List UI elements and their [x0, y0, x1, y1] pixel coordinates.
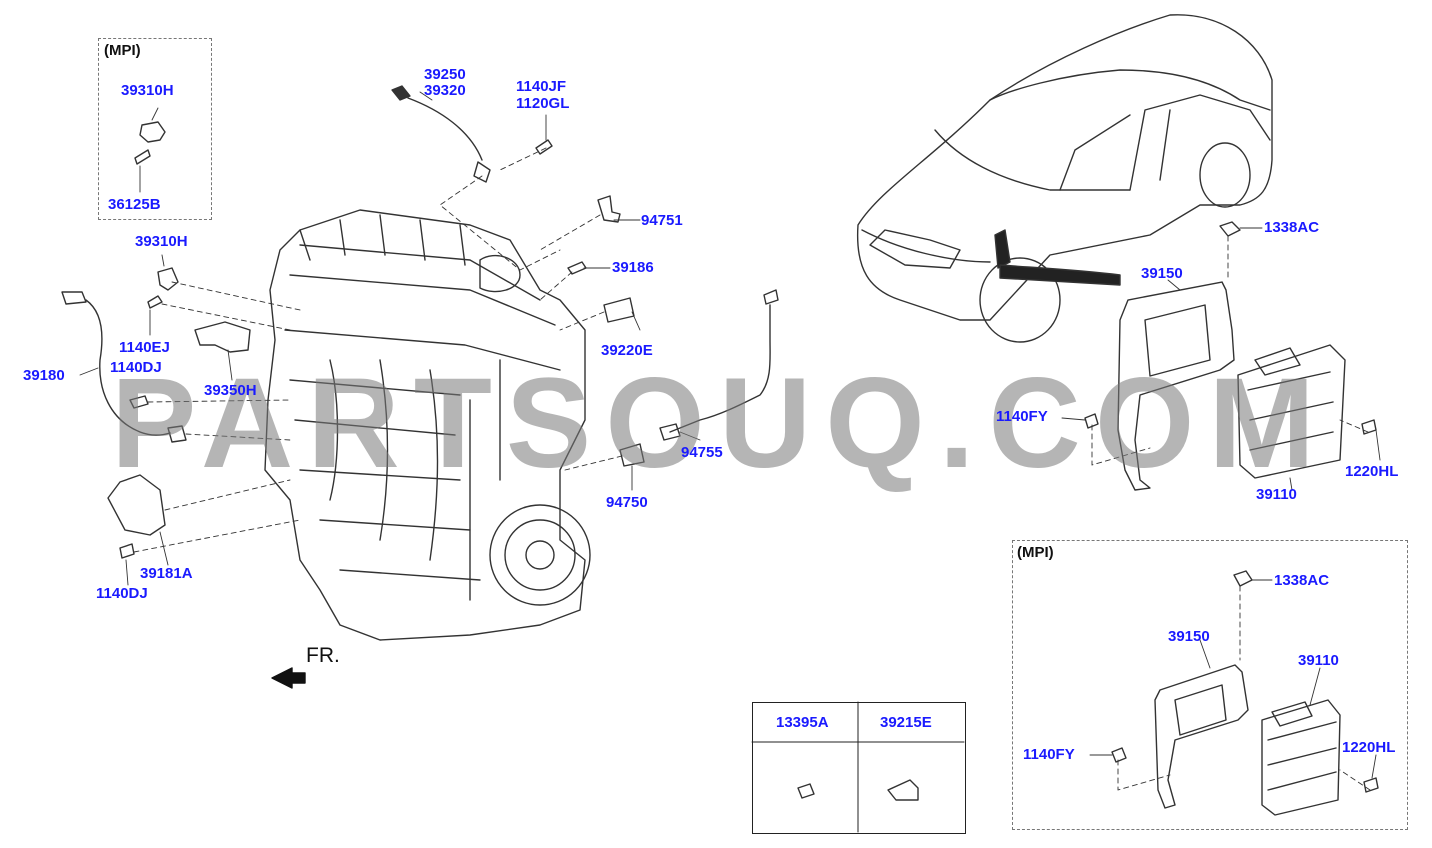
part-label-94755[interactable]: 94755 [681, 444, 723, 461]
mpi-group-label-left: (MPI) [104, 42, 141, 59]
mpi-group-label-right: (MPI) [1017, 544, 1054, 561]
part-label-39350H[interactable]: 39350H [204, 382, 257, 399]
part-label-39110-mpi[interactable]: 39110 [1298, 652, 1339, 669]
part-label-39150-mpi[interactable]: 39150 [1168, 628, 1210, 645]
part-label-1220HL[interactable]: 1220HL [1345, 463, 1399, 480]
part-label-1140DJ-lower[interactable]: 1140DJ [96, 585, 148, 602]
part-label-39180[interactable]: 39180 [23, 367, 65, 384]
part-label-1338AC-mpi[interactable]: 1338AC [1274, 572, 1330, 589]
ecu-lower [1111, 570, 1379, 816]
parts-table [752, 702, 966, 834]
mpi-group-box-right [1012, 540, 1408, 830]
part-label-39310H[interactable]: 39310H [121, 82, 174, 99]
table-parts [797, 779, 919, 801]
part-label-39186[interactable]: 39186 [612, 259, 654, 276]
part-label-94751[interactable]: 94751 [641, 212, 683, 229]
assembly-lines [133, 147, 1371, 791]
table-header-39215E[interactable]: 39215E [880, 714, 932, 731]
part-label-39181A[interactable]: 39181A [140, 565, 193, 582]
front-arrow-icon [271, 667, 306, 689]
ecu-upper [1084, 221, 1377, 491]
part-label-1140EJ[interactable]: 1140EJ [119, 339, 170, 356]
part-label-94750[interactable]: 94750 [606, 494, 648, 511]
car-illustration [856, 14, 1273, 343]
part-label-1140FY[interactable]: 1140FY [996, 408, 1048, 425]
part-label-39310H-lower[interactable]: 39310H [135, 233, 188, 250]
part-label-1120GL[interactable]: 1120GL [516, 95, 570, 112]
mpi-group-box-left [98, 38, 212, 220]
part-label-1140FY-mpi[interactable]: 1140FY [1023, 746, 1075, 763]
part-label-39250[interactable]: 39250 [424, 66, 466, 83]
part-label-1338AC[interactable]: 1338AC [1264, 219, 1320, 236]
part-label-36125B[interactable]: 36125B [108, 196, 161, 213]
part-label-1140DJ[interactable]: 1140DJ [110, 359, 162, 376]
part-label-39220E[interactable]: 39220E [601, 342, 653, 359]
part-label-39320[interactable]: 39320 [424, 82, 466, 99]
small-parts [61, 85, 779, 559]
part-label-39110[interactable]: 39110 [1256, 486, 1297, 503]
watermark: PARTSOUQ.COM [110, 352, 1330, 495]
part-label-1220HL-mpi[interactable]: 1220HL [1342, 739, 1396, 756]
part-label-39150[interactable]: 39150 [1141, 265, 1183, 282]
leader-lines [79, 91, 1381, 779]
table-header-13395A[interactable]: 13395A [776, 714, 829, 731]
part-label-1140JF[interactable]: 1140JF [516, 78, 567, 95]
front-direction-label: FR. [306, 644, 340, 667]
engine-illustration [264, 209, 591, 641]
